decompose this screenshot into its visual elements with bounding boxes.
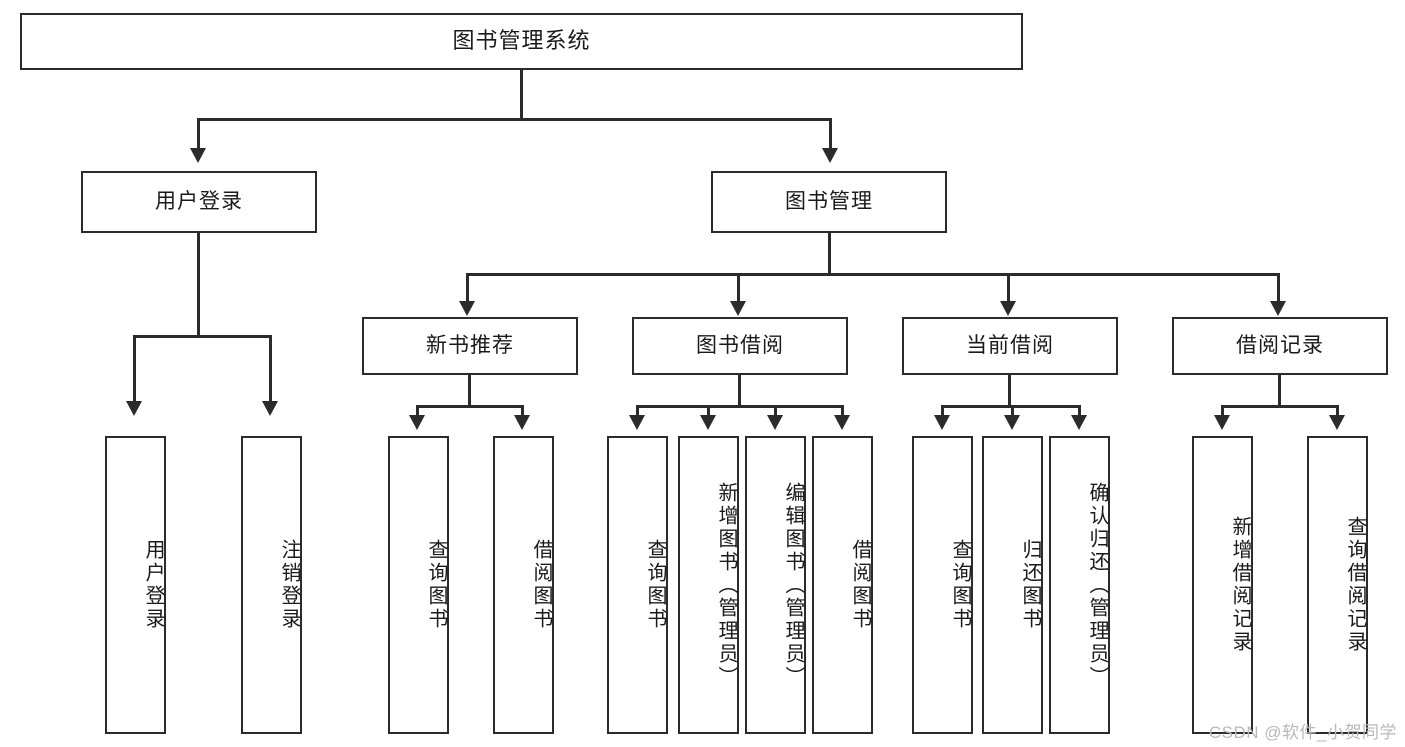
- leaf-current-borrow-query[interactable]: 查询图书: [912, 436, 973, 734]
- connector-bm-to-current-borrow: [1007, 273, 1010, 301]
- leaf-borrow-record-query[interactable]: 查询借阅记录: [1307, 436, 1368, 734]
- arrow-book-borrow-to-leaf-2: [700, 415, 716, 430]
- node-label: 图书管理: [785, 190, 873, 214]
- connector-new-book-bar: [416, 405, 524, 408]
- arrow-book-borrow-to-leaf-3: [767, 415, 783, 430]
- connector-bm-to-borrow-record: [1277, 273, 1280, 301]
- connector-book-borrow-to-leaf-3: [774, 405, 777, 415]
- node-label: 归还图书: [1019, 539, 1041, 631]
- node-label: 确认归还（管理员）: [1086, 481, 1108, 689]
- node-label: 用户登录: [142, 539, 164, 631]
- arrow-user-login-to-leaf-2: [262, 401, 278, 416]
- leaf-book-borrow-add[interactable]: 新增图书（管理员）: [678, 436, 739, 734]
- connector-borrow-record-to-leaf-1: [1221, 405, 1224, 415]
- node-label: 查询图书: [425, 539, 447, 631]
- connector-user-login-bar: [133, 335, 272, 338]
- connector-current-borrow-to-leaf-2: [1011, 405, 1014, 415]
- arrow-bm-to-book-borrow: [730, 301, 746, 316]
- connector-root-to-book-management: [829, 118, 832, 148]
- node-label: 借阅图书: [530, 539, 552, 631]
- node-label: 借阅记录: [1236, 334, 1324, 358]
- leaf-book-borrow-edit[interactable]: 编辑图书（管理员）: [745, 436, 806, 734]
- connector-bm-to-new-book: [466, 273, 469, 301]
- node-user-login[interactable]: 用户登录: [81, 171, 317, 233]
- csdn-watermark: CSDN @软件_小贺同学: [1208, 723, 1397, 742]
- leaf-book-borrow-borrow[interactable]: 借阅图书: [812, 436, 873, 734]
- node-label: 借阅图书: [849, 539, 871, 631]
- leaf-new-book-borrow[interactable]: 借阅图书: [493, 436, 554, 734]
- leaf-user-login-login[interactable]: 用户登录: [105, 436, 166, 734]
- arrow-new-book-to-leaf-1: [409, 415, 425, 430]
- leaf-borrow-record-add[interactable]: 新增借阅记录: [1192, 436, 1253, 734]
- connector-borrow-record-to-leaf-2: [1336, 405, 1339, 415]
- arrow-user-login-to-leaf-1: [126, 401, 142, 416]
- arrow-book-borrow-to-leaf-4: [834, 415, 850, 430]
- arrow-bm-to-new-book: [459, 301, 475, 316]
- node-current-borrow[interactable]: 当前借阅: [902, 317, 1118, 375]
- node-label: 注销登录: [278, 539, 300, 631]
- leaf-current-borrow-confirm-return[interactable]: 确认归还（管理员）: [1049, 436, 1110, 734]
- connector-book-management-bar: [466, 273, 1280, 276]
- node-label: 图书借阅: [696, 334, 784, 358]
- connector-new-book-to-leaf-1: [416, 405, 419, 415]
- arrow-current-borrow-to-leaf-1: [934, 415, 950, 430]
- connector-borrow-record-bar: [1221, 405, 1339, 408]
- connector-user-login-to-leaf-2: [269, 335, 272, 401]
- leaf-user-login-logout[interactable]: 注销登录: [241, 436, 302, 734]
- connector-user-login-stem: [197, 233, 200, 335]
- arrow-bm-to-current-borrow: [1000, 301, 1016, 316]
- node-label: 新增图书（管理员）: [715, 481, 737, 689]
- connector-root-to-user-login: [197, 118, 200, 148]
- connector-current-borrow-to-leaf-1: [941, 405, 944, 415]
- node-label: 当前借阅: [966, 334, 1054, 358]
- leaf-new-book-query[interactable]: 查询图书: [388, 436, 449, 734]
- connector-book-management-stem: [828, 233, 831, 273]
- connector-current-borrow-stem: [1008, 375, 1011, 405]
- connector-root-stem: [520, 70, 523, 118]
- arrow-current-borrow-to-leaf-3: [1071, 415, 1087, 430]
- node-label: 新书推荐: [426, 334, 514, 358]
- node-label: 查询图书: [949, 539, 971, 631]
- node-label: 新增借阅记录: [1229, 516, 1251, 654]
- node-label: 用户登录: [155, 190, 243, 214]
- connector-book-borrow-bar: [636, 405, 844, 408]
- node-label: 图书管理系统: [452, 28, 591, 54]
- node-book-management[interactable]: 图书管理: [711, 171, 947, 233]
- arrow-root-to-book-management: [822, 148, 838, 163]
- node-label: 查询图书: [644, 539, 666, 631]
- connector-book-borrow-to-leaf-4: [841, 405, 844, 415]
- connector-user-login-to-leaf-1: [133, 335, 136, 401]
- connector-new-book-to-leaf-2: [521, 405, 524, 415]
- connector-book-borrow-stem: [738, 375, 741, 405]
- leaf-book-borrow-query[interactable]: 查询图书: [607, 436, 668, 734]
- connector-root-bar: [197, 118, 832, 121]
- arrow-book-borrow-to-leaf-1: [629, 415, 645, 430]
- connector-new-book-stem: [468, 375, 471, 405]
- node-label: 查询借阅记录: [1344, 516, 1366, 654]
- node-new-book-recommend[interactable]: 新书推荐: [362, 317, 578, 375]
- arrow-root-to-user-login: [190, 148, 206, 163]
- leaf-current-borrow-return[interactable]: 归还图书: [982, 436, 1043, 734]
- arrow-borrow-record-to-leaf-2: [1329, 415, 1345, 430]
- connector-current-borrow-to-leaf-3: [1078, 405, 1081, 415]
- connector-book-borrow-to-leaf-1: [636, 405, 639, 415]
- node-borrow-record[interactable]: 借阅记录: [1172, 317, 1388, 375]
- node-book-borrow[interactable]: 图书借阅: [632, 317, 848, 375]
- connector-borrow-record-stem: [1278, 375, 1281, 405]
- arrow-bm-to-borrow-record: [1270, 301, 1286, 316]
- connector-book-borrow-to-leaf-2: [707, 405, 710, 415]
- connector-bm-to-book-borrow: [737, 273, 740, 301]
- arrow-new-book-to-leaf-2: [514, 415, 530, 430]
- arrow-borrow-record-to-leaf-1: [1214, 415, 1230, 430]
- arrow-current-borrow-to-leaf-2: [1004, 415, 1020, 430]
- node-label: 编辑图书（管理员）: [782, 481, 804, 689]
- node-book-management-system[interactable]: 图书管理系统: [20, 13, 1023, 70]
